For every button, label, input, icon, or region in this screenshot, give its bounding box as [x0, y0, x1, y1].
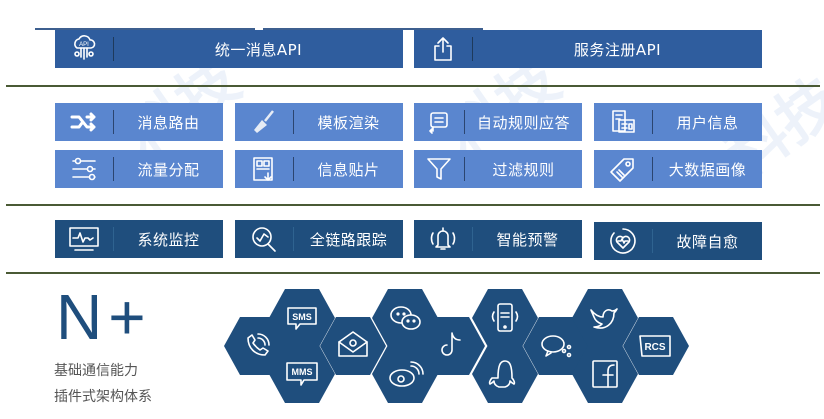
auto-reply-icon [414, 103, 464, 141]
section-divider [6, 204, 820, 206]
shuffle-icon [55, 103, 113, 141]
plugin-line-1: 基础通信能力 [54, 363, 138, 379]
feature-big-data-profile[interactable]: 大数据画像 [594, 150, 762, 188]
paint-brush-icon [235, 103, 293, 141]
divider [113, 157, 114, 181]
divider [293, 110, 294, 134]
divider [293, 157, 294, 181]
divider [472, 227, 473, 251]
monitor-pulse-icon [55, 220, 113, 258]
phone-icon[interactable] [224, 317, 290, 375]
feature-label: 模板渲染 [317, 113, 380, 132]
svg-text:MMS: MMS [292, 367, 313, 377]
ops-label: 全链路跟踪 [309, 230, 388, 249]
api-cloud-icon: API [55, 30, 113, 68]
ops-full-link-tracing[interactable]: 全链路跟踪 [235, 220, 403, 258]
divider [652, 157, 653, 181]
svg-text:SMS: SMS [292, 312, 312, 322]
heart-cycle-icon [594, 222, 652, 260]
feature-label: 信息贴片 [317, 160, 380, 179]
layout-download-icon [235, 150, 293, 188]
divider [652, 110, 653, 134]
divider [113, 37, 114, 61]
service-register-api-label: 服务注册API [573, 40, 662, 59]
feature-auto-reply-rules[interactable]: 自动规则应答 [414, 103, 582, 141]
feature-label: 流量分配 [137, 160, 200, 179]
feature-label: 消息路由 [137, 113, 200, 132]
unified-message-api-label: 统一消息API [214, 40, 303, 59]
share-upload-icon [414, 30, 472, 68]
ops-smart-alert[interactable]: 智能预警 [414, 220, 582, 258]
feature-message-routing[interactable]: 消息路由 [55, 103, 223, 141]
feature-label: 大数据画像 [668, 160, 747, 179]
sms-bubble-icon[interactable]: SMS [269, 289, 335, 347]
feature-info-patch[interactable]: 信息贴片 [235, 150, 403, 188]
mobile-push-icon[interactable] [472, 289, 538, 347]
divider [464, 157, 465, 181]
top-border-line [35, 28, 255, 30]
chat-share-icon[interactable] [523, 317, 589, 375]
service-register-api-button[interactable]: 服务注册API [414, 30, 762, 68]
divider [472, 37, 473, 61]
feature-user-info[interactable]: 用户信息 [594, 103, 762, 141]
rcs-icon[interactable]: RCS [623, 317, 689, 375]
ops-label: 智能预警 [496, 230, 559, 249]
section-divider [6, 272, 820, 274]
feature-template-rendering[interactable]: 模板渲染 [235, 103, 403, 141]
feature-traffic-allocation[interactable]: 流量分配 [55, 150, 223, 188]
svg-text:RCS: RCS [644, 342, 665, 353]
divider [293, 227, 294, 251]
email-icon[interactable] [320, 317, 386, 375]
search-chart-icon [235, 220, 293, 258]
feature-label: 用户信息 [676, 113, 739, 132]
ops-system-monitoring[interactable]: 系统监控 [55, 220, 223, 258]
divider [113, 227, 114, 251]
svg-text:API: API [79, 42, 89, 48]
unified-message-api-button[interactable]: API 统一消息API [55, 30, 403, 68]
tiktok-icon[interactable] [419, 317, 485, 375]
top-border-line [263, 28, 483, 30]
ops-self-healing[interactable]: 故障自愈 [594, 222, 762, 260]
divider [464, 110, 465, 134]
plugin-line-2: 插件式架构体系 [54, 389, 152, 405]
wechat-icon[interactable] [372, 289, 438, 347]
twitter-icon[interactable] [572, 289, 638, 347]
ops-label: 系统监控 [137, 230, 200, 249]
ops-label: 故障自愈 [676, 232, 739, 251]
sliders-icon [55, 150, 113, 188]
divider [652, 229, 653, 253]
tag-icon [594, 150, 652, 188]
bell-alert-icon [414, 220, 472, 258]
feature-label: 自动规则应答 [476, 113, 570, 132]
feature-filter-rules[interactable]: 过滤规则 [414, 150, 582, 188]
section-divider [6, 85, 820, 87]
filter-icon [414, 150, 464, 188]
qq-penguin-icon[interactable] [472, 345, 538, 403]
mms-bubble-icon[interactable]: MMS [269, 345, 335, 403]
feature-label: 过滤规则 [492, 160, 555, 179]
weibo-icon[interactable] [372, 345, 438, 403]
user-card-icon [594, 103, 652, 141]
divider [113, 110, 114, 134]
facebook-icon[interactable] [572, 345, 638, 403]
plugin-headline: N+ [56, 281, 152, 353]
